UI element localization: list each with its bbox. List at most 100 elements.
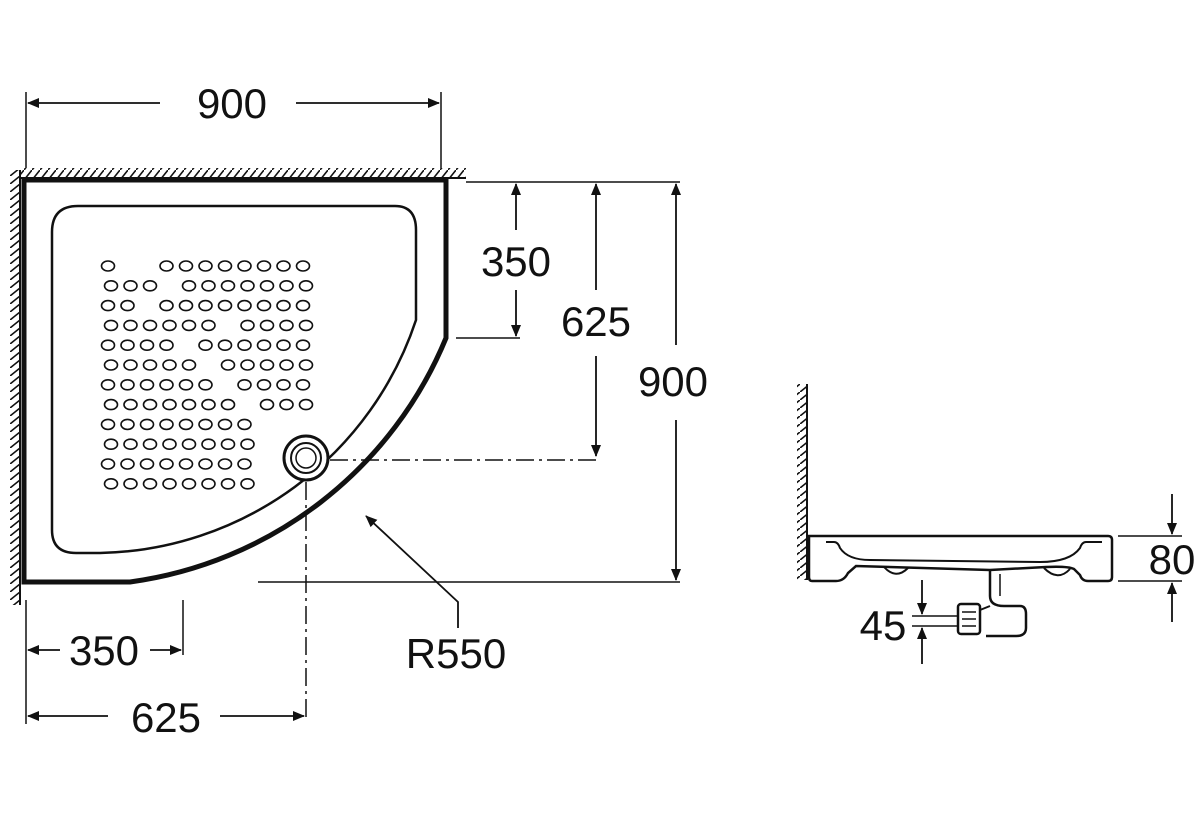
texture-dot	[142, 319, 158, 332]
texture-dot	[237, 378, 252, 391]
texture-dot	[100, 260, 116, 272]
texture-dot	[298, 279, 314, 292]
texture-dot	[178, 260, 194, 272]
texture-dot	[217, 260, 233, 272]
texture-dot	[159, 339, 174, 352]
texture-dot	[256, 260, 272, 272]
texture-dot	[142, 359, 158, 371]
texture-dot	[220, 438, 236, 451]
texture-dot	[256, 378, 272, 391]
tray-basin	[50, 204, 418, 555]
texture-dot	[178, 418, 194, 431]
texture-dot	[162, 438, 177, 451]
siphon-icon	[956, 570, 1028, 638]
texture-dot	[181, 279, 197, 292]
texture-dot	[201, 279, 216, 292]
texture-dot	[276, 378, 291, 391]
texture-dot	[198, 458, 213, 470]
texture-dot	[103, 398, 119, 411]
dim-top-900: 900	[197, 80, 267, 127]
texture-dot	[220, 477, 236, 490]
anti-slip-texture	[100, 260, 314, 490]
texture-dot	[279, 398, 294, 411]
texture-dot	[123, 438, 138, 451]
texture-dot	[120, 458, 135, 470]
texture-dot	[198, 260, 213, 272]
texture-dot	[276, 339, 291, 352]
texture-dot	[139, 418, 155, 431]
texture-dot	[240, 438, 255, 451]
texture-dot	[103, 279, 119, 292]
texture-dot	[198, 378, 213, 391]
texture-dot	[256, 339, 272, 352]
texture-dot	[123, 477, 138, 490]
texture-dot	[159, 299, 174, 312]
plan-view: 900 350 625 900 350 625 R550	[10, 80, 708, 741]
texture-dot	[237, 299, 252, 312]
texture-dot	[103, 438, 119, 451]
texture-dot	[217, 418, 233, 431]
texture-dot	[162, 319, 177, 332]
texture-dot	[256, 299, 272, 312]
texture-dot	[139, 458, 155, 470]
texture-dot	[276, 299, 291, 312]
texture-dot	[259, 398, 275, 411]
texture-dot	[198, 418, 213, 431]
texture-dot	[123, 398, 138, 411]
texture-dot	[142, 477, 158, 490]
texture-dot	[162, 477, 177, 490]
texture-dot	[159, 418, 174, 431]
texture-dot	[120, 339, 135, 352]
texture-dot	[220, 359, 236, 371]
texture-dot	[181, 438, 197, 451]
texture-dot	[259, 279, 275, 292]
texture-dot	[139, 378, 155, 391]
texture-dot	[100, 418, 116, 431]
dim-side-80: 80	[1149, 536, 1196, 583]
texture-dot	[276, 260, 291, 272]
texture-dot	[181, 398, 197, 411]
side-wall-hatch	[797, 384, 807, 580]
texture-dot	[178, 378, 194, 391]
texture-dot	[142, 279, 158, 292]
side-view: 80 45	[797, 384, 1195, 664]
texture-dot	[201, 438, 216, 451]
texture-dot	[295, 260, 311, 272]
dim-radius-r550: R550	[406, 630, 506, 677]
texture-dot	[120, 378, 135, 391]
texture-dot	[139, 339, 155, 352]
texture-dot	[240, 477, 255, 490]
texture-dot	[100, 339, 116, 352]
texture-dot	[259, 359, 275, 371]
texture-dot	[198, 339, 213, 352]
texture-dot	[298, 398, 314, 411]
texture-dot	[240, 319, 255, 332]
top-wall-hatch	[20, 168, 466, 178]
tray-profile-feet	[883, 566, 1071, 577]
tray-profile	[807, 534, 1114, 583]
texture-dot	[100, 458, 116, 470]
texture-dot	[279, 359, 294, 371]
texture-dot	[201, 319, 216, 332]
texture-dot	[295, 378, 311, 391]
texture-dot	[240, 279, 255, 292]
texture-dot	[220, 279, 236, 292]
texture-dot	[142, 398, 158, 411]
texture-dot	[162, 398, 177, 411]
texture-dot	[103, 477, 119, 490]
texture-dot	[217, 299, 233, 312]
texture-dot	[237, 458, 252, 470]
dim-right-350: 350	[481, 238, 551, 285]
texture-dot	[295, 339, 311, 352]
dim-bottom-625: 625	[131, 694, 201, 741]
texture-dot	[298, 319, 314, 332]
texture-dot	[178, 458, 194, 470]
texture-dot	[100, 299, 116, 312]
radius-leader	[365, 515, 459, 628]
dim-side-45: 45	[860, 602, 907, 649]
texture-dot	[123, 319, 138, 332]
tray-outline	[21, 177, 449, 585]
dim-right-625: 625	[561, 298, 631, 345]
texture-dot	[142, 438, 158, 451]
